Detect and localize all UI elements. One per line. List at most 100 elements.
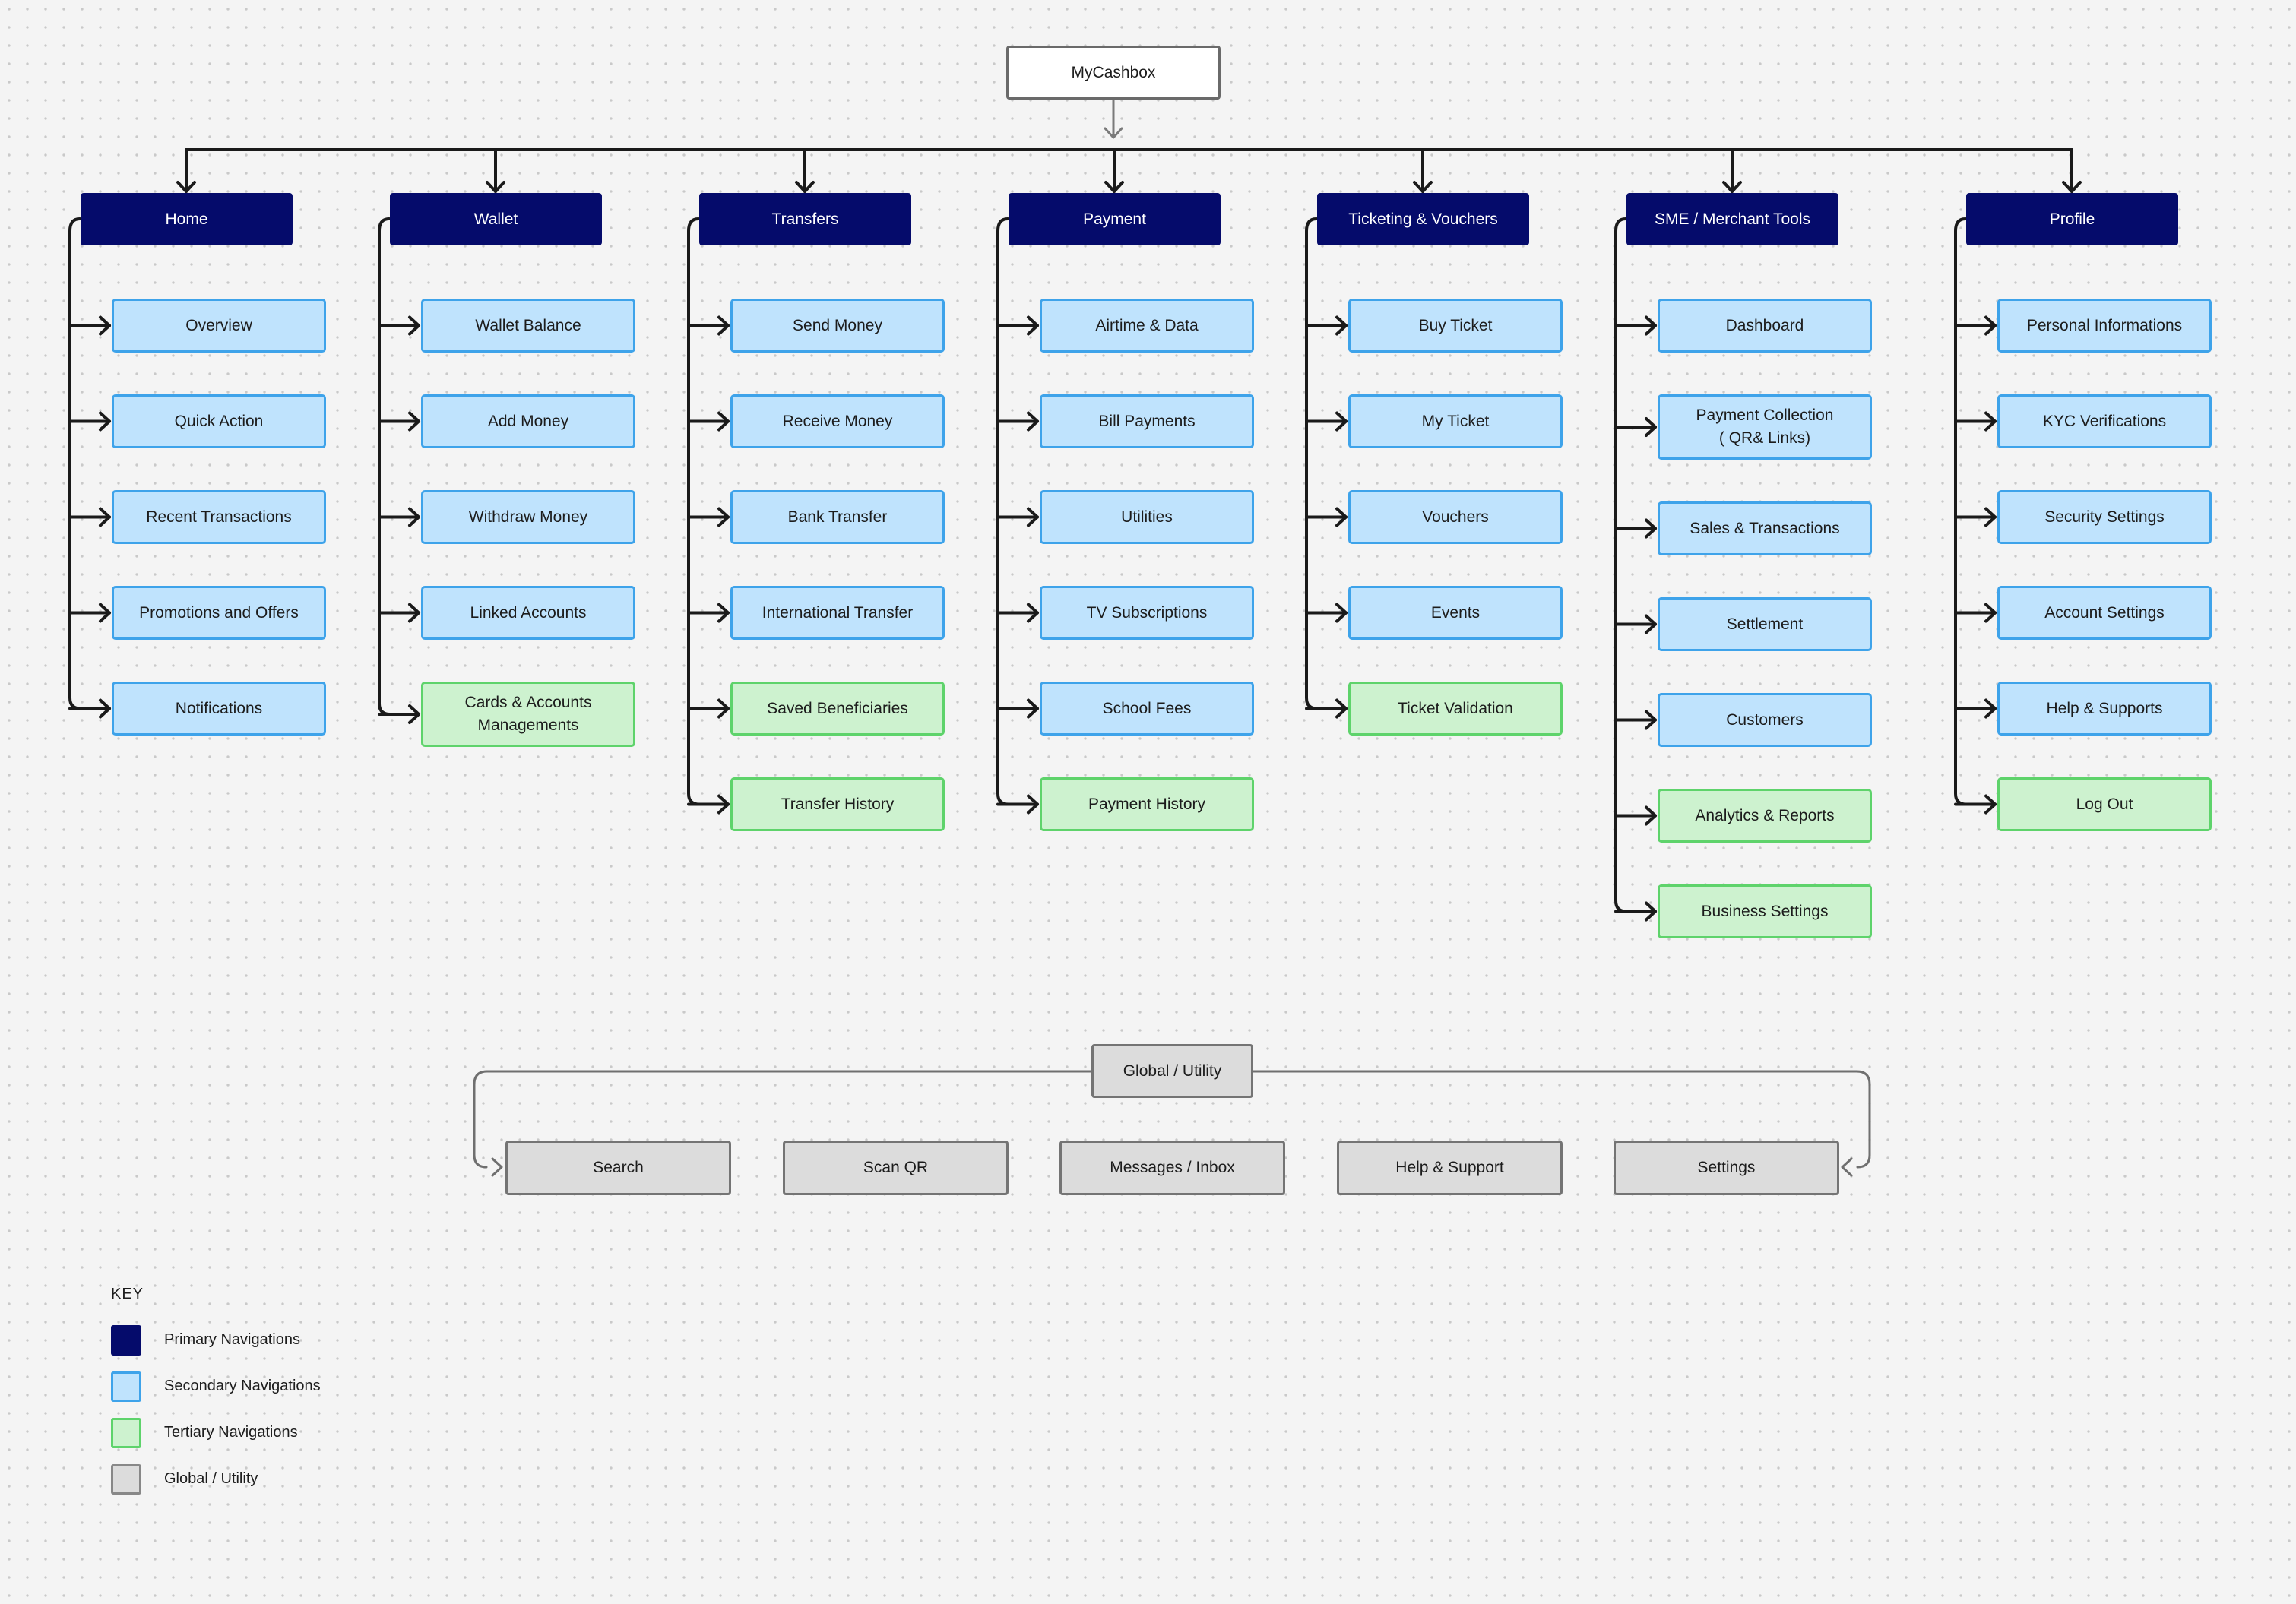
global-utility-item[interactable]: Scan QR bbox=[783, 1141, 1009, 1195]
nav-ticketing[interactable]: Ticketing & Vouchers bbox=[1317, 193, 1529, 245]
nav-sme-item[interactable]: Payment Collection ( QR& Links) bbox=[1658, 394, 1872, 460]
arrowhead bbox=[408, 411, 420, 432]
legend-label: Tertiary Navigations bbox=[164, 1424, 298, 1441]
nav-transfers-item[interactable]: Receive Money bbox=[730, 394, 945, 448]
arrowhead bbox=[408, 603, 420, 623]
arrowhead bbox=[1335, 315, 1348, 336]
global-utility-header[interactable]: Global / Utility bbox=[1091, 1044, 1253, 1098]
nav-home-item[interactable]: Overview bbox=[112, 299, 326, 353]
nav-sme-item[interactable]: Sales & Transactions bbox=[1658, 501, 1872, 555]
nav-transfers-item[interactable]: Send Money bbox=[730, 299, 945, 353]
global-utility-item[interactable]: Settings bbox=[1614, 1141, 1839, 1195]
nav-home-item[interactable]: Quick Action bbox=[112, 394, 326, 448]
global-utility-item[interactable]: Messages / Inbox bbox=[1059, 1141, 1285, 1195]
nav-wallet-item[interactable]: Add Money bbox=[421, 394, 635, 448]
spine-line bbox=[68, 217, 82, 710]
nav-transfers-item[interactable]: International Transfer bbox=[730, 586, 945, 640]
arrowhead bbox=[1027, 603, 1039, 623]
arrowhead bbox=[1645, 710, 1657, 730]
nav-ticketing-item[interactable]: Buy Ticket bbox=[1348, 299, 1563, 353]
arrowhead bbox=[99, 603, 111, 623]
arrowhead bbox=[1335, 603, 1348, 623]
arrowhead bbox=[1104, 181, 1124, 193]
nav-payment-item[interactable]: TV Subscriptions bbox=[1040, 586, 1254, 640]
arrowhead bbox=[491, 1157, 503, 1177]
arrowhead bbox=[1104, 127, 1123, 139]
nav-wallet-item[interactable]: Withdraw Money bbox=[421, 490, 635, 544]
arrowhead bbox=[408, 704, 420, 724]
global-line-left bbox=[473, 1070, 1093, 1169]
nav-sme-item[interactable]: Customers bbox=[1658, 693, 1872, 747]
arrowhead bbox=[717, 507, 730, 527]
arrowhead bbox=[1027, 794, 1039, 815]
nav-home[interactable]: Home bbox=[81, 193, 293, 245]
nav-sme-item[interactable]: Business Settings bbox=[1658, 884, 1872, 938]
arrowhead bbox=[717, 603, 730, 623]
nav-wallet-item[interactable]: Wallet Balance bbox=[421, 299, 635, 353]
arrowhead bbox=[99, 698, 111, 719]
arrowhead bbox=[795, 181, 815, 193]
legend-label: Secondary Navigations bbox=[164, 1378, 321, 1394]
nav-sme[interactable]: SME / Merchant Tools bbox=[1626, 193, 1838, 245]
nav-payment-item[interactable]: Utilities bbox=[1040, 490, 1254, 544]
arrowhead bbox=[1645, 614, 1657, 634]
arrowhead bbox=[2062, 181, 2082, 193]
arrowhead bbox=[1984, 411, 1997, 432]
nav-wallet[interactable]: Wallet bbox=[390, 193, 602, 245]
nav-payment-item[interactable]: Payment History bbox=[1040, 777, 1254, 831]
global-line-right bbox=[1252, 1070, 1871, 1169]
nav-profile-item[interactable]: Account Settings bbox=[1997, 586, 2212, 640]
nav-wallet-item[interactable]: Linked Accounts bbox=[421, 586, 635, 640]
arrowhead bbox=[1335, 507, 1348, 527]
nav-transfers-item[interactable]: Bank Transfer bbox=[730, 490, 945, 544]
spine-line bbox=[1305, 217, 1319, 710]
nav-home-item[interactable]: Promotions and Offers bbox=[112, 586, 326, 640]
nav-transfers[interactable]: Transfers bbox=[699, 193, 911, 245]
nav-profile[interactable]: Profile bbox=[1966, 193, 2178, 245]
legend-item-secondary: Secondary Navigations bbox=[111, 1363, 321, 1409]
nav-ticketing-item[interactable]: Vouchers bbox=[1348, 490, 1563, 544]
global-utility-item[interactable]: Help & Support bbox=[1337, 1141, 1563, 1195]
global-utility-item[interactable]: Search bbox=[505, 1141, 731, 1195]
arrowhead bbox=[1027, 315, 1039, 336]
arrowhead bbox=[1984, 794, 1997, 815]
nav-profile-item[interactable]: Security Settings bbox=[1997, 490, 2212, 544]
arrowhead bbox=[1645, 901, 1657, 922]
spine-line bbox=[378, 217, 391, 716]
root-node[interactable]: MyCashbox bbox=[1006, 46, 1221, 100]
arrowhead bbox=[1645, 805, 1657, 826]
legend-item-global: Global / Utility bbox=[111, 1456, 321, 1502]
legend-swatch-tertiary bbox=[111, 1417, 141, 1448]
arrowhead bbox=[1027, 507, 1039, 527]
nav-payment-item[interactable]: Bill Payments bbox=[1040, 394, 1254, 448]
arrowhead bbox=[99, 507, 111, 527]
nav-profile-item[interactable]: Log Out bbox=[1997, 777, 2212, 831]
nav-payment[interactable]: Payment bbox=[1009, 193, 1221, 245]
arrowhead bbox=[717, 315, 730, 336]
nav-home-item[interactable]: Notifications bbox=[112, 682, 326, 736]
legend-swatch-global bbox=[111, 1463, 141, 1495]
nav-profile-item[interactable]: Personal Informations bbox=[1997, 299, 2212, 353]
nav-transfers-item[interactable]: Saved Beneficiaries bbox=[730, 682, 945, 736]
nav-ticketing-item[interactable]: Events bbox=[1348, 586, 1563, 640]
legend: KEY Primary Navigations Secondary Naviga… bbox=[111, 1286, 321, 1502]
arrowhead bbox=[717, 698, 730, 719]
nav-home-item[interactable]: Recent Transactions bbox=[112, 490, 326, 544]
nav-payment-item[interactable]: Airtime & Data bbox=[1040, 299, 1254, 353]
arrowhead bbox=[1335, 698, 1348, 719]
nav-sme-item[interactable]: Settlement bbox=[1658, 597, 1872, 651]
nav-transfers-item[interactable]: Transfer History bbox=[730, 777, 945, 831]
arrowhead bbox=[99, 411, 111, 432]
nav-payment-item[interactable]: School Fees bbox=[1040, 682, 1254, 736]
legend-swatch-secondary bbox=[111, 1371, 141, 1402]
nav-profile-item[interactable]: KYC Verifications bbox=[1997, 394, 2212, 448]
arrowhead bbox=[1413, 181, 1433, 193]
arrowhead bbox=[1027, 411, 1039, 432]
nav-sme-item[interactable]: Dashboard bbox=[1658, 299, 1872, 353]
nav-wallet-item[interactable]: Cards & Accounts Managements bbox=[421, 682, 635, 747]
legend-label: Global / Utility bbox=[164, 1470, 258, 1487]
nav-profile-item[interactable]: Help & Supports bbox=[1997, 682, 2212, 736]
nav-ticketing-item[interactable]: My Ticket bbox=[1348, 394, 1563, 448]
nav-ticketing-item[interactable]: Ticket Validation bbox=[1348, 682, 1563, 736]
nav-sme-item[interactable]: Analytics & Reports bbox=[1658, 789, 1872, 843]
